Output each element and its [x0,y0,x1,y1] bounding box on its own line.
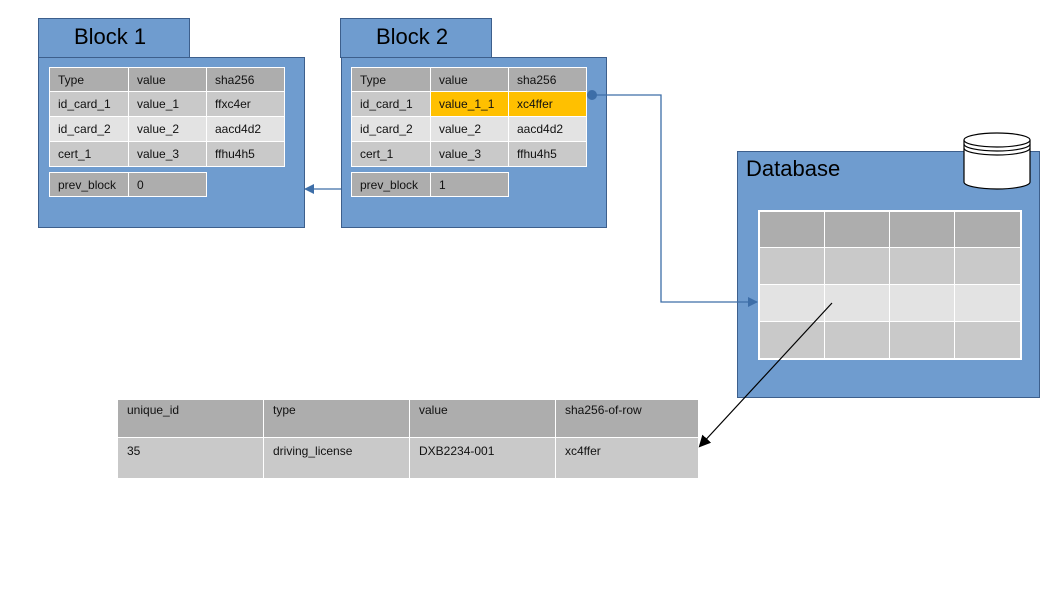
table-cell: value_3 [430,141,509,167]
table-cell: aacd4d2 [508,116,587,142]
block-1-tab: Block 1 [38,18,190,58]
block-1-table: Type value sha256 id_card_1 value_1 ffxc… [49,67,285,167]
db-cell [824,321,890,359]
db-cell [889,321,955,359]
prev-block-label: prev_block [351,172,431,197]
table-cell: value_3 [128,141,207,167]
prev-block-label: prev_block [49,172,129,197]
header-cell: sha256-of-row [555,399,699,438]
table-cell: id_card_1 [49,91,129,117]
database-grid [758,210,1022,360]
database-cylinder-icon [963,132,1031,190]
record-table: unique_id type value sha256-of-row 35 dr… [117,399,699,479]
header-cell: Type [351,67,431,92]
table-cell: ffhu4h5 [206,141,285,167]
prev-block-value: 0 [128,172,207,197]
table-row: id_card_2 value_2 aacd4d2 [49,116,285,142]
block-1-prev-block: prev_block 0 [49,172,207,197]
table-cell: value_2 [128,116,207,142]
table-cell: driving_license [263,437,410,479]
table-header-row: Type value sha256 [351,67,587,92]
table-header-row: Type value sha256 [49,67,285,92]
db-cell [954,284,1021,322]
table-row: cert_1 value_3 ffhu4h5 [351,141,587,167]
table-row: id_card_2 value_2 aacd4d2 [351,116,587,142]
prev-block-value: 1 [430,172,509,197]
header-cell: sha256 [206,67,285,92]
block-1-title: Block 1 [74,24,147,49]
table-cell: DXB2234-001 [409,437,556,479]
highlighted-hash-cell: xc4ffer [508,91,587,117]
db-cell [759,321,825,359]
table-header-row: unique_id type value sha256-of-row [117,399,699,438]
table-cell: value_2 [430,116,509,142]
table-cell: value_1 [128,91,207,117]
row-detail-arrow [698,302,833,448]
highlighted-value-cell: value_1_1 [430,91,509,117]
header-cell: value [430,67,509,92]
header-cell: type [263,399,410,438]
header-cell: Type [49,67,129,92]
table-cell: 35 [117,437,264,479]
table-row: cert_1 value_3 ffhu4h5 [49,141,285,167]
header-cell: value [128,67,207,92]
header-cell: value [409,399,556,438]
block-2-table: Type value sha256 id_card_1 value_1_1 xc… [351,67,587,167]
header-cell: unique_id [117,399,264,438]
table-cell: ffhu4h5 [508,141,587,167]
block-2-prev-block: prev_block 1 [351,172,509,197]
hash-link-connector [592,94,758,307]
block-2-tab: Block 2 [340,18,492,58]
table-row: id_card_1 value_1_1 xc4ffer [351,91,587,117]
table-row: 35 driving_license DXB2234-001 xc4ffer [117,437,699,479]
table-cell: aacd4d2 [206,116,285,142]
db-cell [954,321,1021,359]
block-2-title: Block 2 [376,24,449,49]
table-cell: cert_1 [49,141,129,167]
table-cell: cert_1 [351,141,431,167]
db-cell [889,284,955,322]
table-cell: xc4ffer [555,437,699,479]
database-title: Database [746,156,841,181]
db-cell [954,247,1021,285]
table-cell: id_card_2 [49,116,129,142]
